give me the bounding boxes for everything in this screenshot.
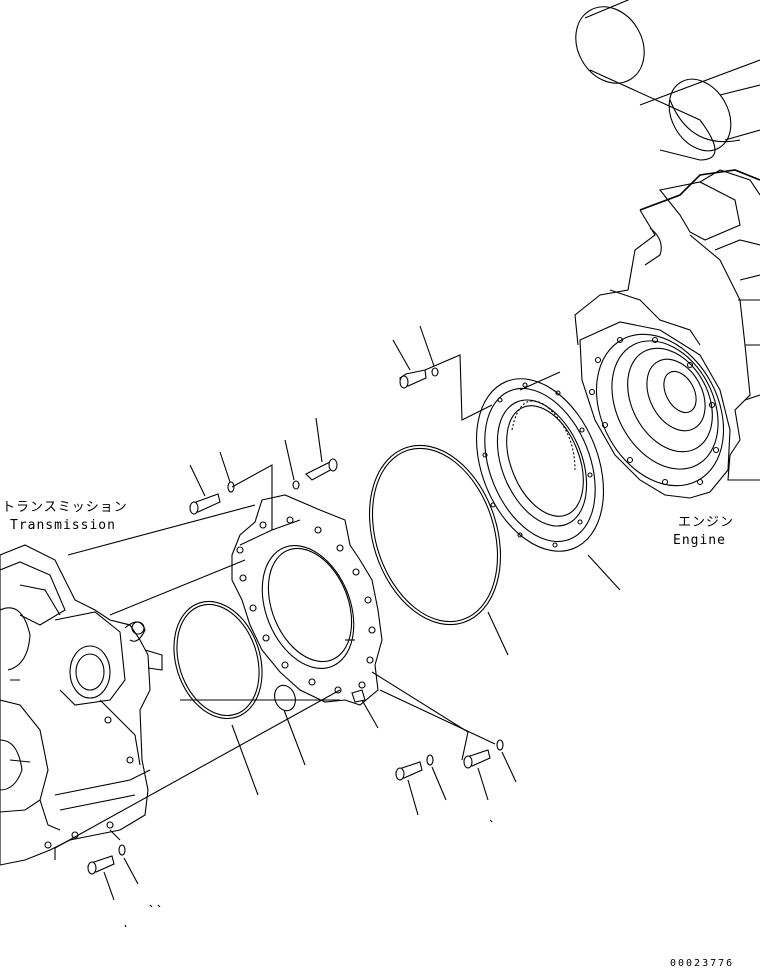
transmission-label-jp: トランスミッション: [2, 500, 128, 515]
air-cleaner: [562, 0, 760, 162]
engine-label-en: Engine: [673, 533, 726, 548]
transmission-drawing: [0, 545, 162, 865]
bolt-washer-set-lower-center: [396, 755, 446, 815]
large-o-ring: [348, 428, 523, 641]
bolt-washer-set-upper-left: [190, 452, 234, 514]
figure-number: 00023776: [670, 958, 735, 969]
adapter-ring: [453, 360, 628, 570]
assembly-lines: [55, 355, 620, 927]
transmission-label-en: Transmission: [10, 518, 116, 533]
bolt-washer-set-upper-center: [285, 418, 337, 489]
bolt-washer-set-lower-right: [464, 740, 516, 800]
engine-label-jp: エンジン: [678, 515, 735, 530]
plug: [271, 682, 299, 713]
engine-block: [571, 170, 760, 508]
small-o-ring: [160, 590, 277, 730]
bolt-washer-set-upper-right: [393, 326, 438, 388]
engine-drawing: [562, 0, 760, 508]
bolt-washer-set-bottom-left: [88, 845, 138, 900]
housing-plate: [232, 495, 382, 705]
